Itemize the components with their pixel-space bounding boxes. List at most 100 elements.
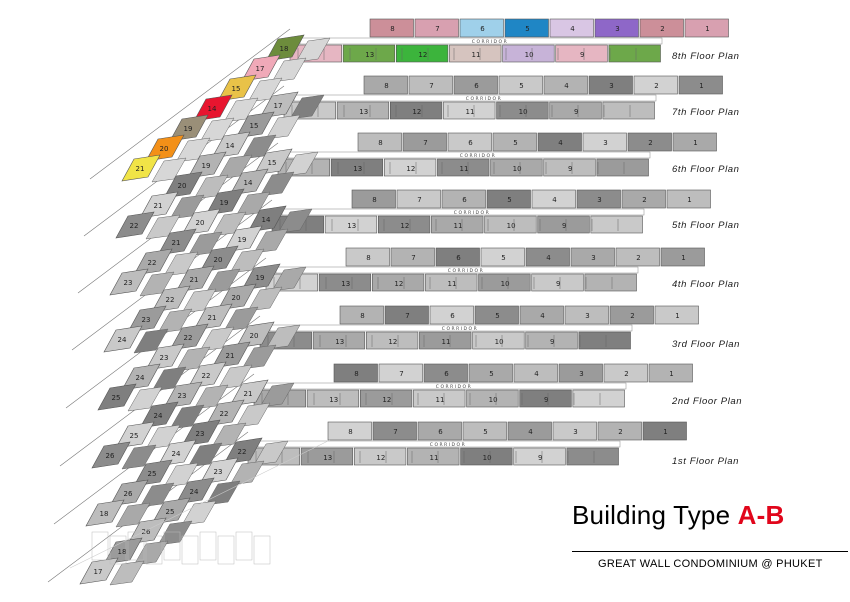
unit-block <box>187 231 223 257</box>
unit-block <box>472 331 525 350</box>
unit-block <box>193 94 233 122</box>
unit-block <box>594 18 639 38</box>
unit-number: 12 <box>406 165 415 173</box>
unit-block <box>199 245 239 273</box>
unit-block <box>157 439 197 467</box>
unit-block <box>603 363 648 383</box>
unit-block <box>318 273 372 292</box>
unit-number: 7 <box>423 139 427 147</box>
unit-number: 22 <box>238 448 247 456</box>
unit-number: 7 <box>399 370 403 378</box>
unit-block <box>223 97 259 123</box>
unit-number: 19 <box>256 274 265 282</box>
unit-block <box>181 208 221 236</box>
unit-number: 24 <box>136 374 145 382</box>
unit-number: 22 <box>184 334 193 342</box>
unit-number: 12 <box>376 454 385 462</box>
unit-block <box>115 421 155 449</box>
unit-block <box>181 288 217 314</box>
unit-number: 7 <box>435 25 439 33</box>
unit-block <box>241 54 281 82</box>
unit-number: 23 <box>196 430 205 438</box>
unit-number: 9 <box>580 51 584 59</box>
unit-number: 12 <box>412 108 421 116</box>
unit-number: 1 <box>675 312 679 320</box>
unit-block <box>478 273 531 292</box>
unit-block <box>157 228 197 256</box>
unit-number: 3 <box>597 196 601 204</box>
unit-block <box>91 441 131 469</box>
unit-block <box>133 540 169 566</box>
unit-block <box>383 158 437 177</box>
unit-block <box>621 189 666 209</box>
unit-block <box>199 457 239 485</box>
unit-block <box>627 132 672 152</box>
unit-block <box>175 477 215 505</box>
unit-number: 10 <box>495 338 504 346</box>
unit-block <box>590 215 643 234</box>
unit-block <box>519 389 572 408</box>
unit-number: 4 <box>564 82 569 90</box>
unit-number: 1 <box>681 254 685 262</box>
unit-block <box>660 247 705 267</box>
unit-block <box>199 326 235 352</box>
unit-block <box>151 285 191 313</box>
unit-block <box>572 389 625 408</box>
unit-number: 5 <box>483 428 487 436</box>
unit-block <box>163 251 199 277</box>
unit-block <box>363 75 408 95</box>
unit-number: 6 <box>480 25 485 33</box>
unit-block <box>205 188 245 216</box>
unit-block <box>555 44 608 63</box>
unit-block <box>417 421 462 441</box>
unit-number: 3 <box>615 25 619 33</box>
floor-label-8: 8th Floor Plan <box>672 51 740 62</box>
unit-block <box>602 101 655 120</box>
unit-number: 6 <box>462 196 467 204</box>
unit-block <box>654 305 699 325</box>
unit-block <box>181 500 217 526</box>
unit-number: 10 <box>507 222 516 230</box>
unit-block <box>525 247 570 267</box>
unit-block <box>342 44 396 63</box>
unit-block <box>229 168 269 196</box>
unit-block <box>502 44 555 63</box>
unit-block <box>247 286 283 312</box>
unit-number: 4 <box>552 196 557 204</box>
unit-number: 13 <box>365 51 374 59</box>
unit-number: 6 <box>444 370 449 378</box>
unit-number: 24 <box>118 336 127 344</box>
unit-number: 1 <box>669 370 673 378</box>
unit-block <box>423 363 468 383</box>
building-title-prefix: Building Type <box>572 500 738 530</box>
unit-block <box>684 18 729 38</box>
unit-number: 9 <box>544 396 548 404</box>
unit-number: 8 <box>390 25 394 33</box>
floor-label-7: 7th Floor Plan <box>672 107 740 118</box>
unit-number: 25 <box>148 470 157 478</box>
unit-number: 19 <box>202 162 211 170</box>
unit-block <box>247 77 283 103</box>
unit-block <box>217 364 253 390</box>
unit-number: 5 <box>513 139 517 147</box>
unit-block <box>193 303 233 331</box>
unit-number: 8 <box>348 428 352 436</box>
unit-number: 10 <box>501 280 510 288</box>
unit-number: 26 <box>106 452 115 460</box>
unit-number: 21 <box>208 314 217 322</box>
unit-block <box>109 479 149 507</box>
floor-label-2: 2nd Floor Plan <box>672 396 743 407</box>
building-type-code: A-B <box>737 500 785 530</box>
unit-block <box>235 191 271 217</box>
unit-number: 10 <box>489 396 498 404</box>
unit-block <box>507 421 552 441</box>
unit-number: 3 <box>591 254 595 262</box>
unit-block <box>549 101 602 120</box>
unit-block <box>389 101 443 120</box>
unit-number: 3 <box>609 82 613 90</box>
unit-block <box>537 132 582 152</box>
unit-number: 11 <box>436 396 445 404</box>
